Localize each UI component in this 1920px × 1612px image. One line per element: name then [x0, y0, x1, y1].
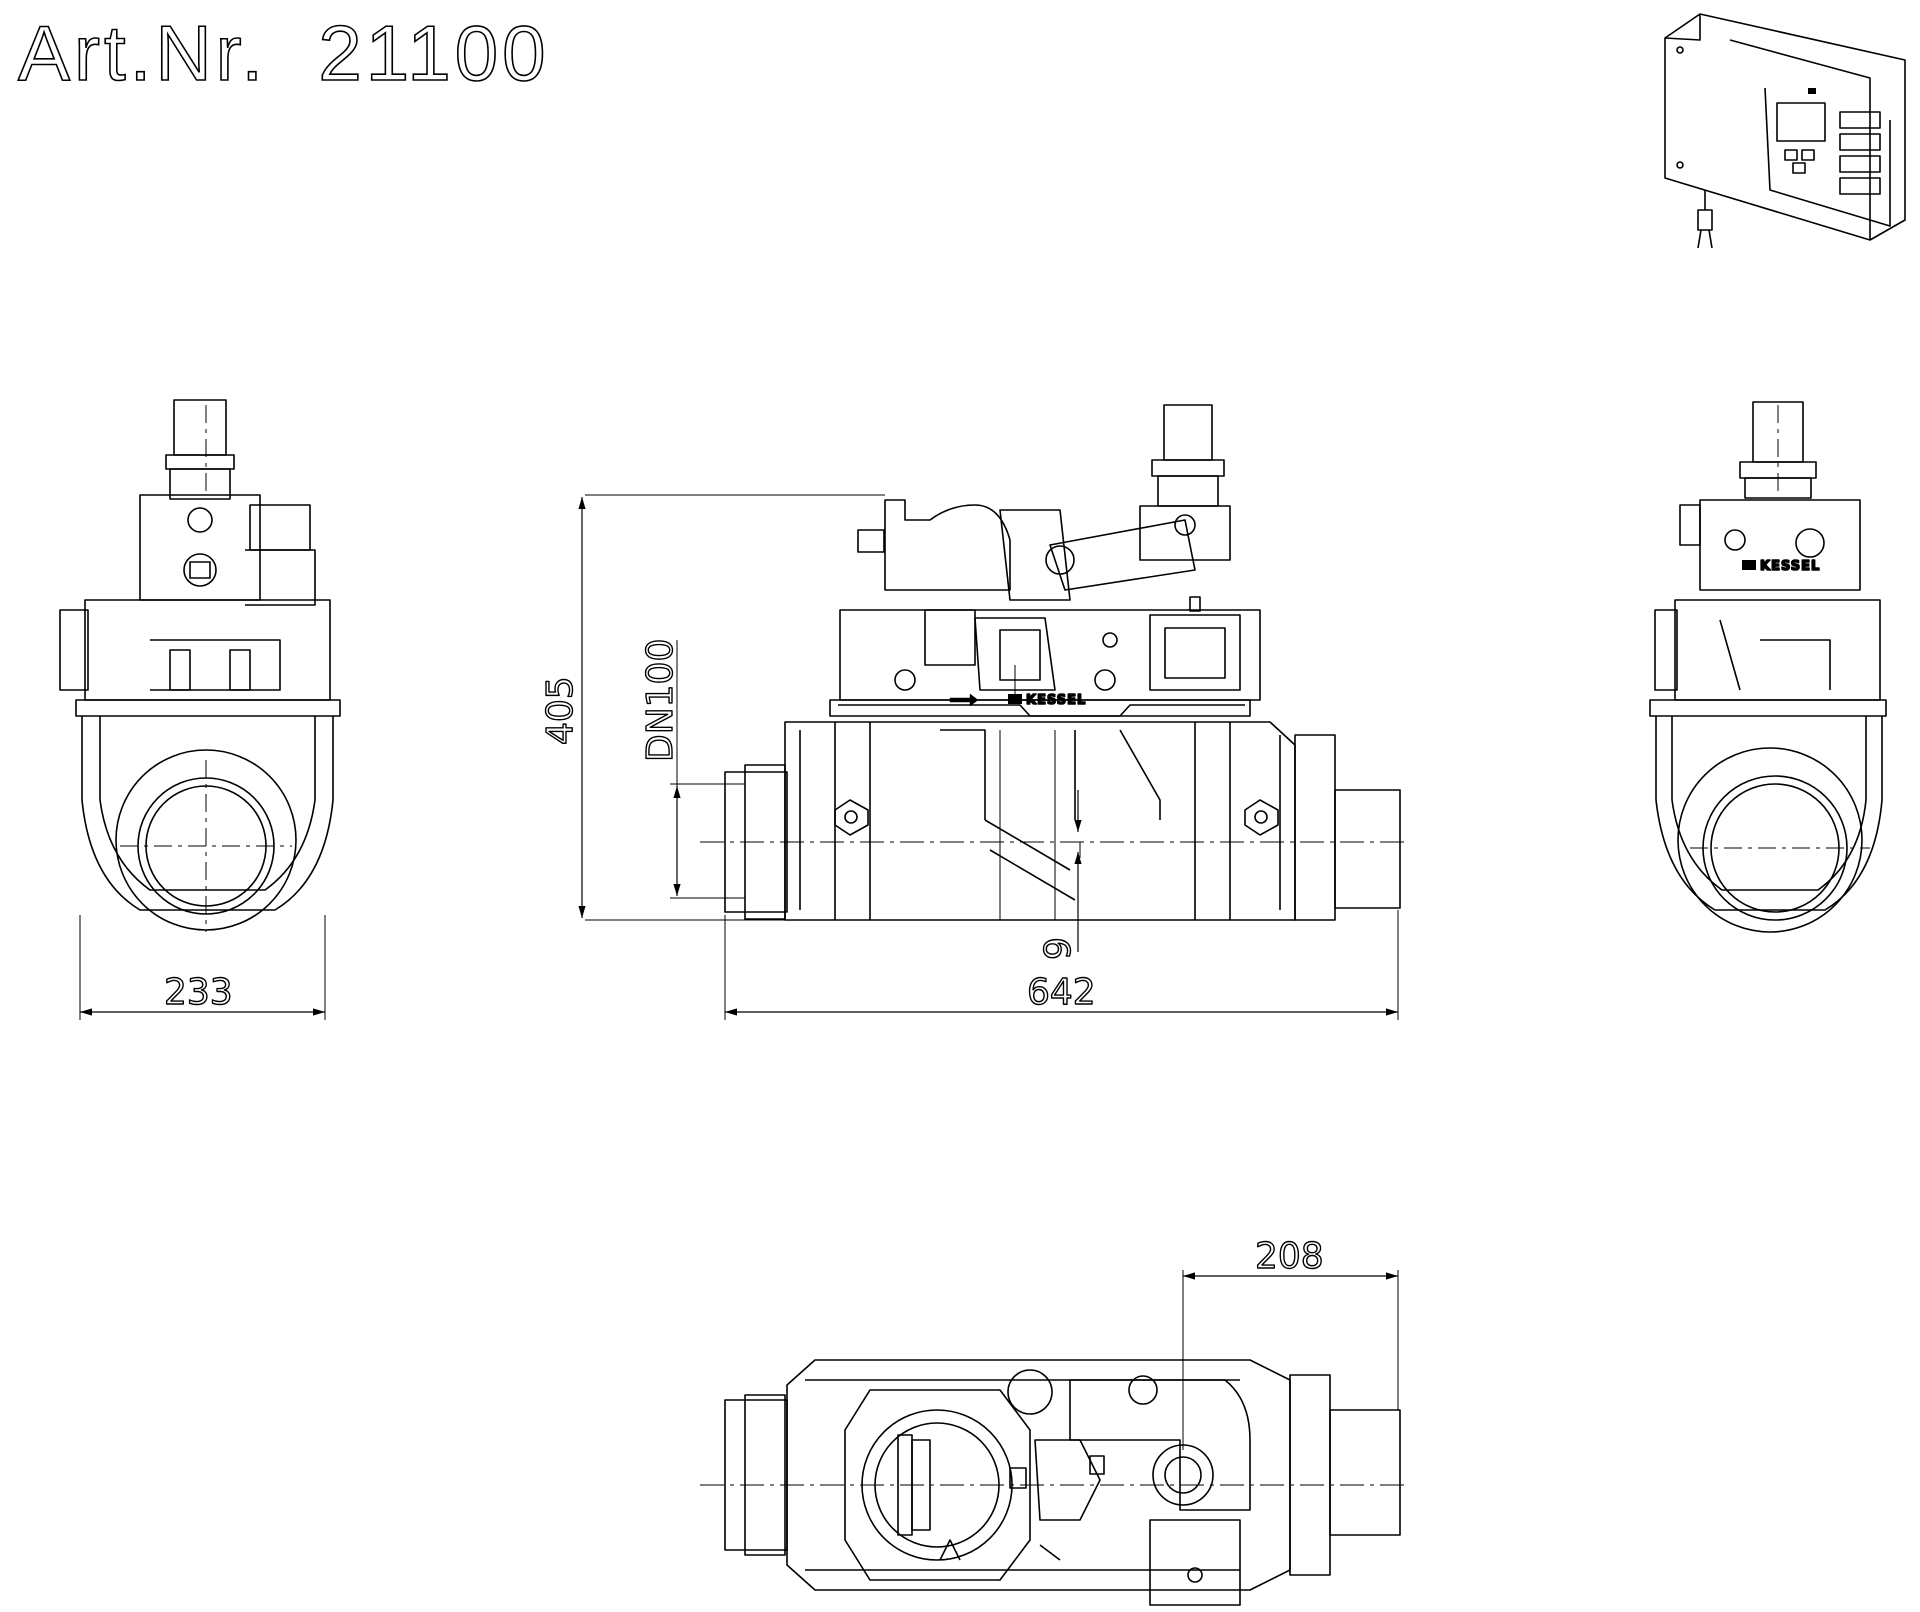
dimension-233-label: 233	[164, 972, 233, 1013]
dimension-dn100-label: DN100	[640, 639, 681, 762]
front-view	[59, 399, 341, 932]
brand-label-side: KESSEL	[1026, 693, 1086, 708]
dimension-208-label: 208	[1255, 1236, 1324, 1277]
dimension-9: 9	[1037, 790, 1082, 961]
dimension-208: 208	[1182, 1235, 1399, 1450]
top-view	[700, 1359, 1410, 1606]
dimension-233: 233	[79, 915, 326, 1020]
dimension-9-label: 9	[1038, 937, 1079, 960]
dimension-dn100: DN100	[639, 638, 745, 899]
dimension-642: 642	[724, 910, 1399, 1020]
article-number-title: Art.Nr. 21100	[17, 8, 550, 98]
control-unit	[1664, 13, 1906, 249]
dimension-642-label: 642	[1027, 972, 1096, 1013]
brand-label-rear: KESSEL	[1760, 559, 1820, 574]
rear-view: KESSEL	[1649, 401, 1887, 933]
dimension-405: 405	[539, 494, 885, 921]
side-view: KESSEL	[700, 404, 1410, 921]
dimension-405-label: 405	[540, 676, 581, 745]
